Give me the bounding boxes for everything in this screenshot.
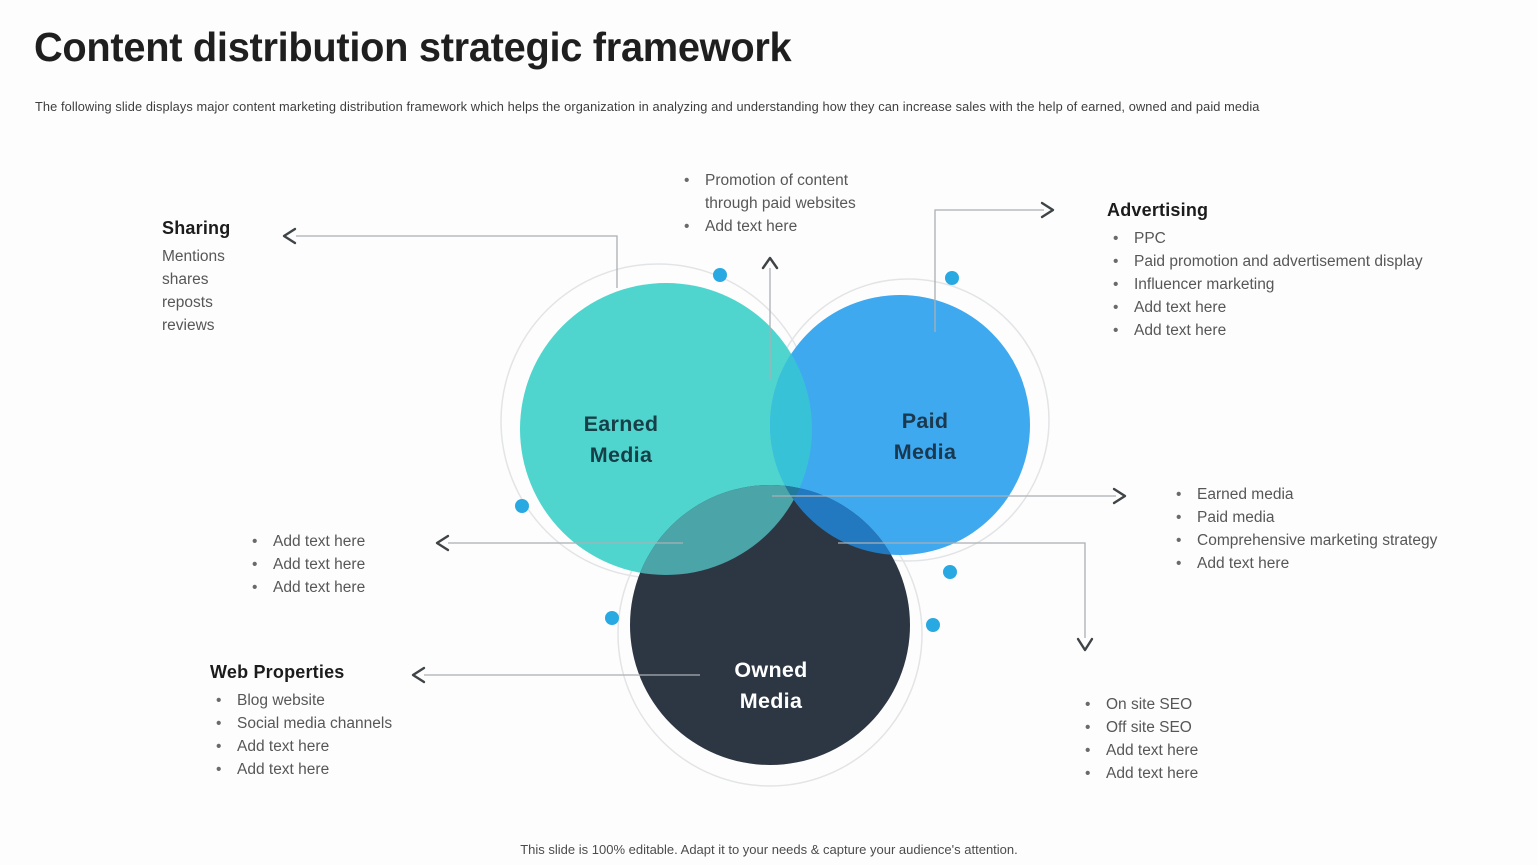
bullet-item: Off site SEO (1079, 716, 1309, 739)
web-properties-heading: Web Properties (210, 662, 345, 682)
bullet-item: Add text here (210, 735, 480, 758)
bullet-item: Social media channels (210, 712, 480, 735)
arrow-left-sharing-icon (282, 227, 297, 245)
bullet-item: shares (162, 271, 209, 288)
accent-dot (926, 618, 940, 632)
seo-list: On site SEOOff site SEOAdd text hereAdd … (1079, 693, 1309, 785)
bullet-item: Blog website (210, 689, 480, 712)
accent-dot (515, 499, 529, 513)
bullet-item: Mentions (162, 248, 225, 265)
sharing-callout: Sharing Mentions shares reposts reviews (162, 218, 352, 337)
strategy-list: Earned mediaPaid mediaComprehensive mark… (1170, 483, 1530, 575)
arrow-left-web-properties-icon (411, 666, 426, 684)
bullet-item: Add text here (246, 576, 456, 599)
page-title: Content distribution strategic framework (34, 24, 792, 70)
footer-note: This slide is 100% editable. Adapt it to… (520, 842, 1018, 857)
bullet-item: Promotion of content through paid websit… (678, 169, 893, 215)
paid-media-label: Paid Media (893, 409, 957, 464)
bullet-item: Influencer marketing (1107, 273, 1527, 296)
accent-dots (515, 268, 959, 632)
web-properties-callout: Web Properties Blog websiteSocial media … (210, 662, 480, 781)
bullet-item: Paid promotion and advertisement display (1107, 250, 1527, 273)
bullet-item: On site SEO (1079, 693, 1309, 716)
connector-advertising (934, 209, 1044, 332)
bullet-item: Add text here (1170, 552, 1530, 575)
bullet-item: Add text here (246, 530, 456, 553)
sharing-list: Mentions shares reposts reviews (162, 245, 352, 337)
seo-callout: On site SEOOff site SEOAdd text hereAdd … (1079, 693, 1309, 785)
advertising-callout: Advertising PPCPaid promotion and advert… (1107, 200, 1527, 342)
bullet-item: Add text here (1107, 296, 1527, 319)
bullet-item: Add text here (246, 553, 456, 576)
advertising-list: PPCPaid promotion and advertisement disp… (1107, 227, 1527, 342)
arrow-down-seo-icon (1076, 637, 1094, 652)
connector-seo (838, 542, 1086, 638)
advertising-heading: Advertising (1107, 200, 1209, 220)
arrow-right-advertising-icon (1040, 201, 1055, 219)
promotion-callout: Promotion of content through paid websit… (678, 169, 893, 238)
earned-owned-overlap (630, 485, 812, 575)
arrow-up-promotion-icon (761, 256, 779, 270)
earned-notes-list: Add text hereAdd text hereAdd text here (246, 530, 456, 599)
arrow-right-strategy-icon (1112, 487, 1127, 505)
accent-dot (605, 611, 619, 625)
earned-media-label: Earned Media (583, 412, 659, 467)
web-properties-list: Blog websiteSocial media channelsAdd tex… (210, 689, 480, 781)
page-subtitle: The following slide displays major conte… (35, 99, 1260, 114)
bullet-item: Comprehensive marketing strategy (1170, 529, 1530, 552)
bullet-item: Add text here (210, 758, 480, 781)
owned-media-label: Owned Media (734, 658, 808, 713)
bullet-item: Paid media (1170, 506, 1530, 529)
bullet-item: PPC (1107, 227, 1527, 250)
earned-notes-callout: Add text hereAdd text hereAdd text here (246, 530, 456, 599)
connector-sharing (296, 235, 618, 288)
promotion-list: Promotion of content through paid websit… (678, 169, 893, 238)
accent-dot (713, 268, 727, 282)
paid-media-circle (770, 295, 1030, 555)
strategy-callout: Earned mediaPaid mediaComprehensive mark… (1170, 483, 1530, 575)
bullet-item: Add text here (678, 215, 893, 238)
accent-dot (943, 565, 957, 579)
bullet-item: reposts (162, 294, 213, 311)
accent-dot (945, 271, 959, 285)
sharing-heading: Sharing (162, 218, 231, 238)
bullet-item: reviews (162, 317, 215, 334)
bullet-item: Add text here (1079, 739, 1309, 762)
bullet-item: Add text here (1079, 762, 1309, 785)
bullet-item: Earned media (1170, 483, 1530, 506)
connector-lines (296, 209, 1116, 676)
bullet-item: Add text here (1107, 319, 1527, 342)
